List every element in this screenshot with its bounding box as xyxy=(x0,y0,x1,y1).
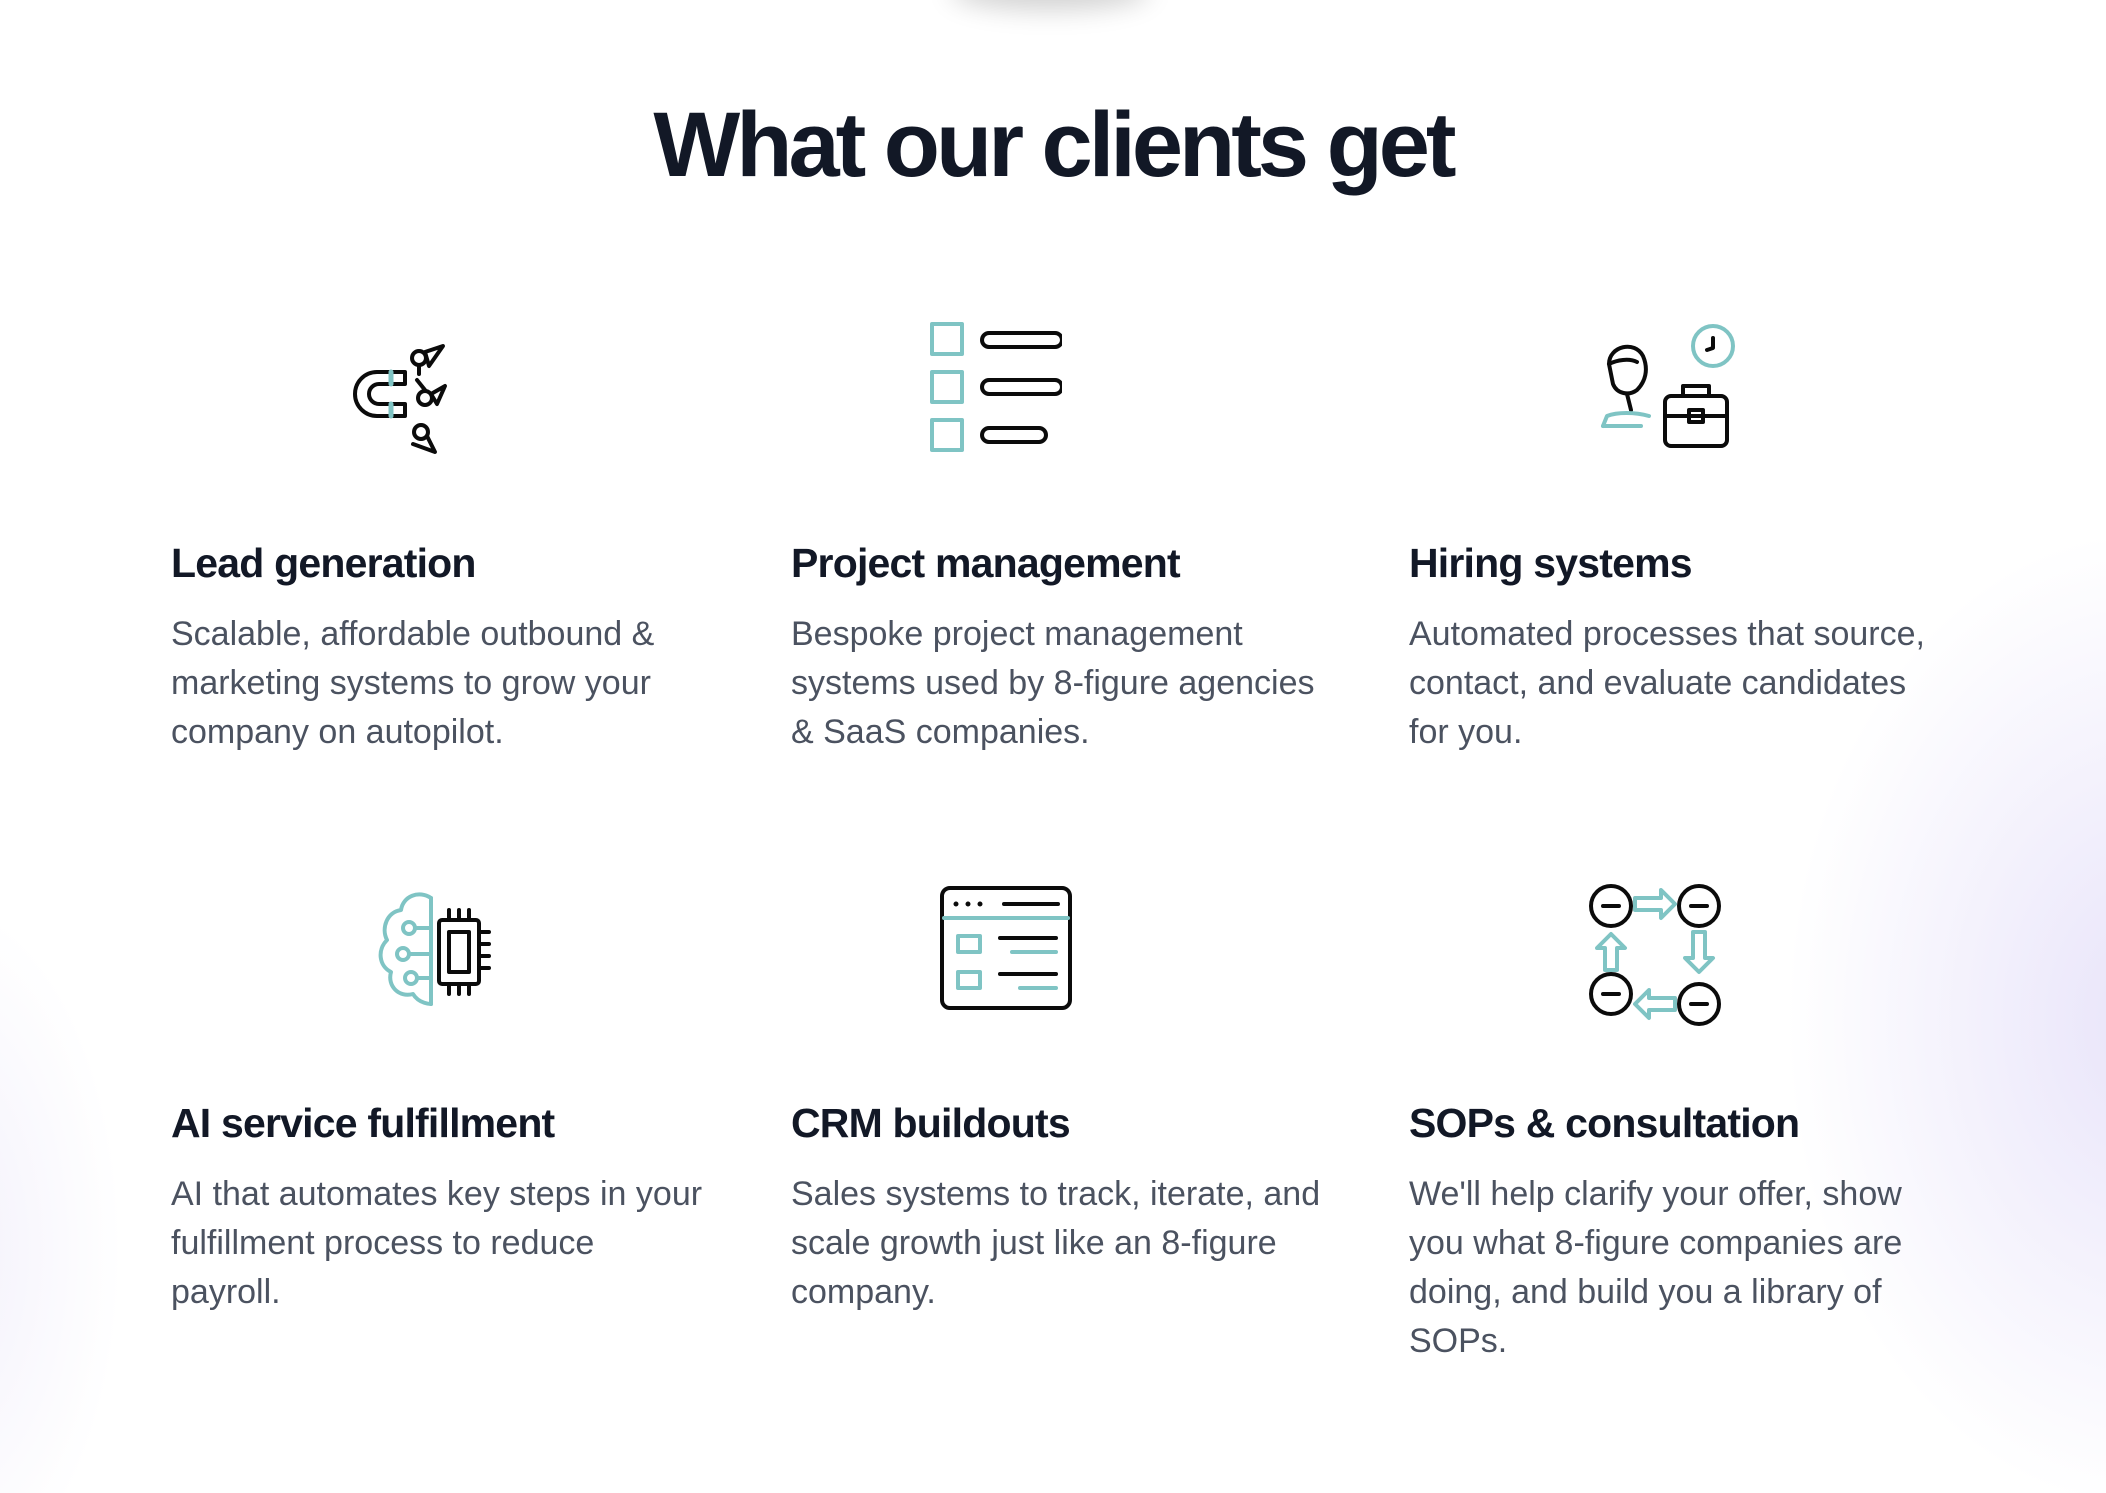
card-description: Sales systems to track, iterate, and sca… xyxy=(791,1175,1321,1311)
card-title: Project management xyxy=(791,540,1181,586)
service-card-hiring-systems: Hiring systems Automated processes that … xyxy=(1409,300,1969,780)
crm-window-icon xyxy=(938,880,1098,1040)
service-card-sops-consultation: SOPs & consultation We'll help clarify y… xyxy=(1409,860,1969,1380)
recruiter-briefcase-icon xyxy=(1587,320,1747,480)
section-title: What our clients get xyxy=(653,94,1456,196)
card-description: Automated processes that source, contact… xyxy=(1409,615,1925,751)
card-description: AI that automates key steps in your fulf… xyxy=(171,1175,703,1311)
service-card-crm-buildouts: CRM buildouts Sales systems to track, it… xyxy=(791,860,1351,1340)
card-description: We'll help clarify your offer, show you … xyxy=(1409,1175,1903,1360)
service-card-lead-generation: Lead generation Scalable, affordable out… xyxy=(171,300,731,780)
card-title: Lead generation xyxy=(171,540,476,586)
service-card-project-management: Project management Bespoke project manag… xyxy=(791,300,1351,780)
magnet-leads-icon xyxy=(333,320,493,480)
card-title: CRM buildouts xyxy=(791,1100,1071,1146)
checklist-icon xyxy=(902,320,1062,480)
process-cycle-icon xyxy=(1587,880,1747,1040)
card-description: Bespoke project management systems used … xyxy=(791,615,1315,751)
service-card-ai-service-fulfillment: AI service fulfillment AI that automates… xyxy=(171,860,731,1340)
card-title: Hiring systems xyxy=(1409,540,1693,586)
ai-brain-chip-icon xyxy=(369,880,529,1040)
card-title: SOPs & consultation xyxy=(1409,1100,1800,1146)
card-description: Scalable, affordable outbound & marketin… xyxy=(171,615,655,751)
card-title: AI service fulfillment xyxy=(171,1100,555,1146)
